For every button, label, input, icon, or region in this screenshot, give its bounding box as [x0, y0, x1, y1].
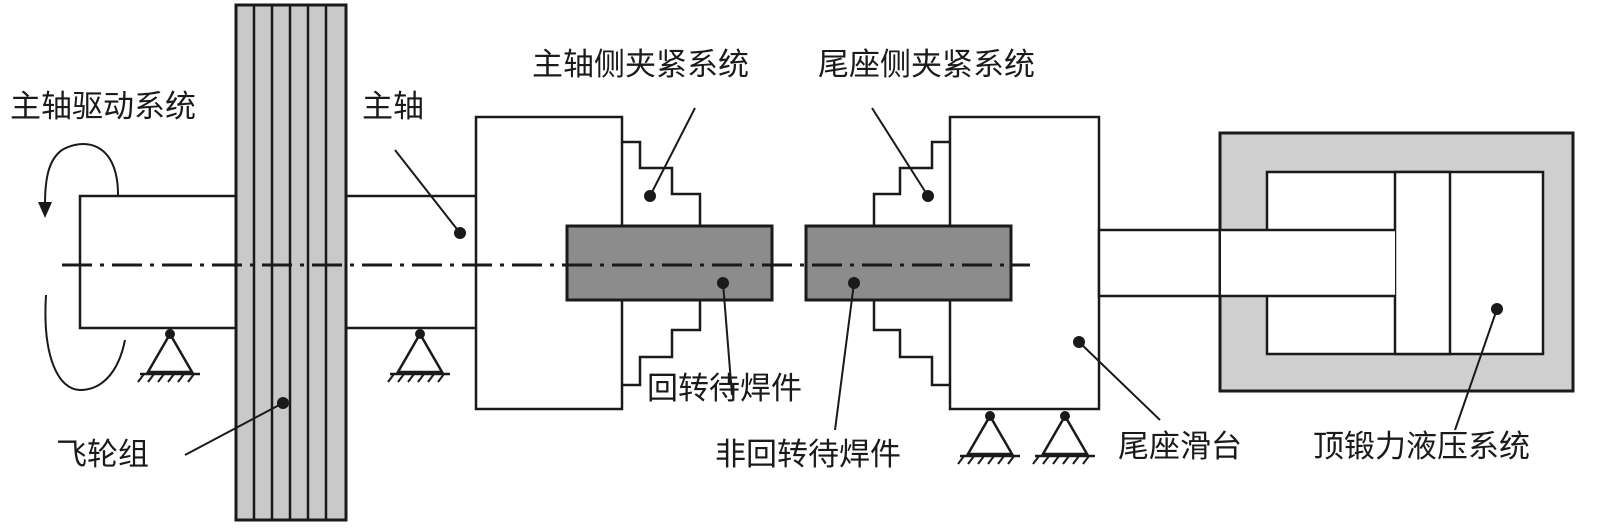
label-tailstock-side-clamp: 尾座侧夹紧系统 [818, 47, 1035, 83]
label-rotating-workpiece: 回转待焊件 [647, 371, 802, 407]
leader-tailstock-clamp [871, 107, 934, 202]
tailstock-clamp-jaw-top [872, 140, 950, 226]
spindle-clamp-jaw-bottom [622, 300, 702, 387]
leader-upset-hydraulic [1454, 303, 1503, 431]
rotating-workpiece [565, 224, 774, 302]
fixed-pin-support-icon [387, 329, 450, 383]
label-non-rotating-workpiece: 非回转待焊件 [715, 437, 901, 473]
leader-tailstock-slide [1073, 336, 1161, 421]
non-rotating-workpiece [804, 224, 1013, 302]
drive-shaft-segment [78, 194, 242, 330]
rotation-arrow-icon [38, 143, 126, 392]
hydraulic-cylinder [1218, 131, 1575, 393]
leader-non-rotating-workpiece [834, 277, 860, 431]
spindle-shaft [338, 194, 482, 330]
leader-spindle-clamp [644, 107, 696, 202]
fixed-pin-support-icon [1032, 411, 1095, 465]
flywheel-group [234, 3, 348, 522]
spindle-clamp-jaw-top [622, 140, 702, 226]
fixed-pin-support-icon [957, 411, 1020, 465]
fixed-pin-support-icon [137, 329, 200, 383]
leader-flywheel [184, 397, 289, 456]
leader-spindle [394, 149, 466, 239]
leader-rotating-workpiece [717, 277, 733, 396]
label-upset-hydraulic-system: 顶锻力液压系统 [1313, 429, 1530, 465]
label-spindle-drive-system: 主轴驱动系统 [10, 89, 196, 125]
label-tailstock-slide: 尾座滑台 [1118, 429, 1242, 465]
label-spindle-side-clamp: 主轴侧夹紧系统 [532, 47, 749, 83]
label-spindle: 主轴 [362, 89, 424, 125]
label-flywheel-group: 飞轮组 [56, 437, 149, 473]
tailstock-clamp-jaw-bottom [872, 300, 950, 387]
